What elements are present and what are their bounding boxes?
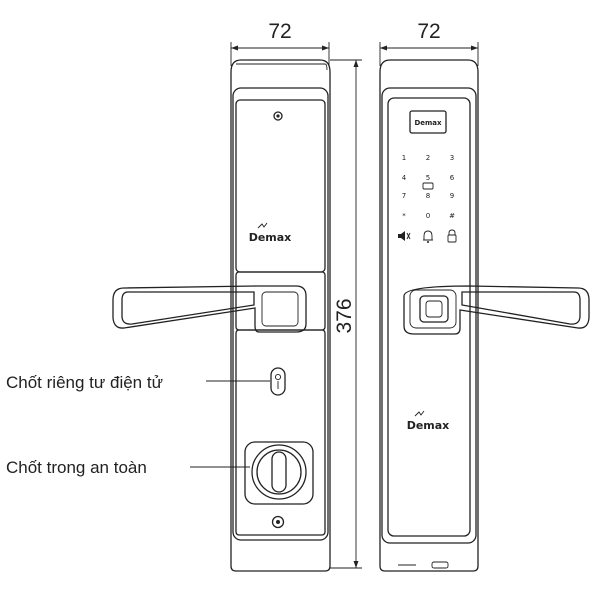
height-dimension: 376 xyxy=(330,59,362,569)
card-reader-icon xyxy=(422,182,434,190)
battery-terminal xyxy=(431,561,449,569)
height-label: 376 xyxy=(333,298,356,333)
callout-privacy: Chốt riêng tư điện tử xyxy=(6,373,270,392)
front-width-dimension: 72 xyxy=(230,20,330,66)
callout-safety: Chốt trong an toàn xyxy=(6,458,250,477)
key-0[interactable]: 0 xyxy=(426,212,430,220)
key-6[interactable]: 6 xyxy=(450,174,455,182)
back-logo: Demax xyxy=(407,419,450,432)
padlock-icon[interactable] xyxy=(447,229,457,243)
key-5[interactable]: 5 xyxy=(426,174,430,182)
front-panel: Demax xyxy=(112,59,331,572)
back-panel: Demax 1 2 3 4 5 6 7 8 9 * 0 # xyxy=(379,59,590,572)
key-hash[interactable]: # xyxy=(449,212,455,220)
privacy-latch xyxy=(270,367,286,396)
key-8[interactable]: 8 xyxy=(426,192,430,200)
key-1[interactable]: 1 xyxy=(402,154,406,162)
back-logo-leaf-icon xyxy=(414,410,425,417)
front-logo: Demax xyxy=(249,231,292,244)
back-handle xyxy=(403,285,590,335)
front-logo-leaf-icon xyxy=(257,222,268,229)
safety-latch-label: Chốt trong an toàn xyxy=(6,458,147,477)
key-2[interactable]: 2 xyxy=(426,154,430,162)
privacy-latch-label: Chốt riêng tư điện tử xyxy=(6,373,163,392)
keyhole-icon xyxy=(271,515,285,529)
speaker-mute-icon[interactable] xyxy=(398,231,411,241)
key-3[interactable]: 3 xyxy=(450,154,454,162)
key-4[interactable]: 4 xyxy=(402,174,407,182)
front-handle xyxy=(112,285,307,333)
back-display-screen xyxy=(409,110,447,134)
screen-logo: Demax xyxy=(414,119,442,127)
key-9[interactable]: 9 xyxy=(450,192,454,200)
back-width-label: 72 xyxy=(417,20,440,43)
key-star[interactable]: * xyxy=(402,212,406,220)
front-width-label: 72 xyxy=(268,20,291,43)
front-camera-icon xyxy=(273,111,283,121)
doorbell-icon[interactable] xyxy=(423,230,433,243)
key-7[interactable]: 7 xyxy=(402,192,406,200)
keypad: 1 2 3 4 5 6 7 8 9 * 0 # xyxy=(398,154,457,243)
safety-latch-knob xyxy=(244,441,314,505)
fingerprint-sensor-icon[interactable] xyxy=(419,295,449,323)
back-width-dimension: 72 xyxy=(379,20,479,66)
